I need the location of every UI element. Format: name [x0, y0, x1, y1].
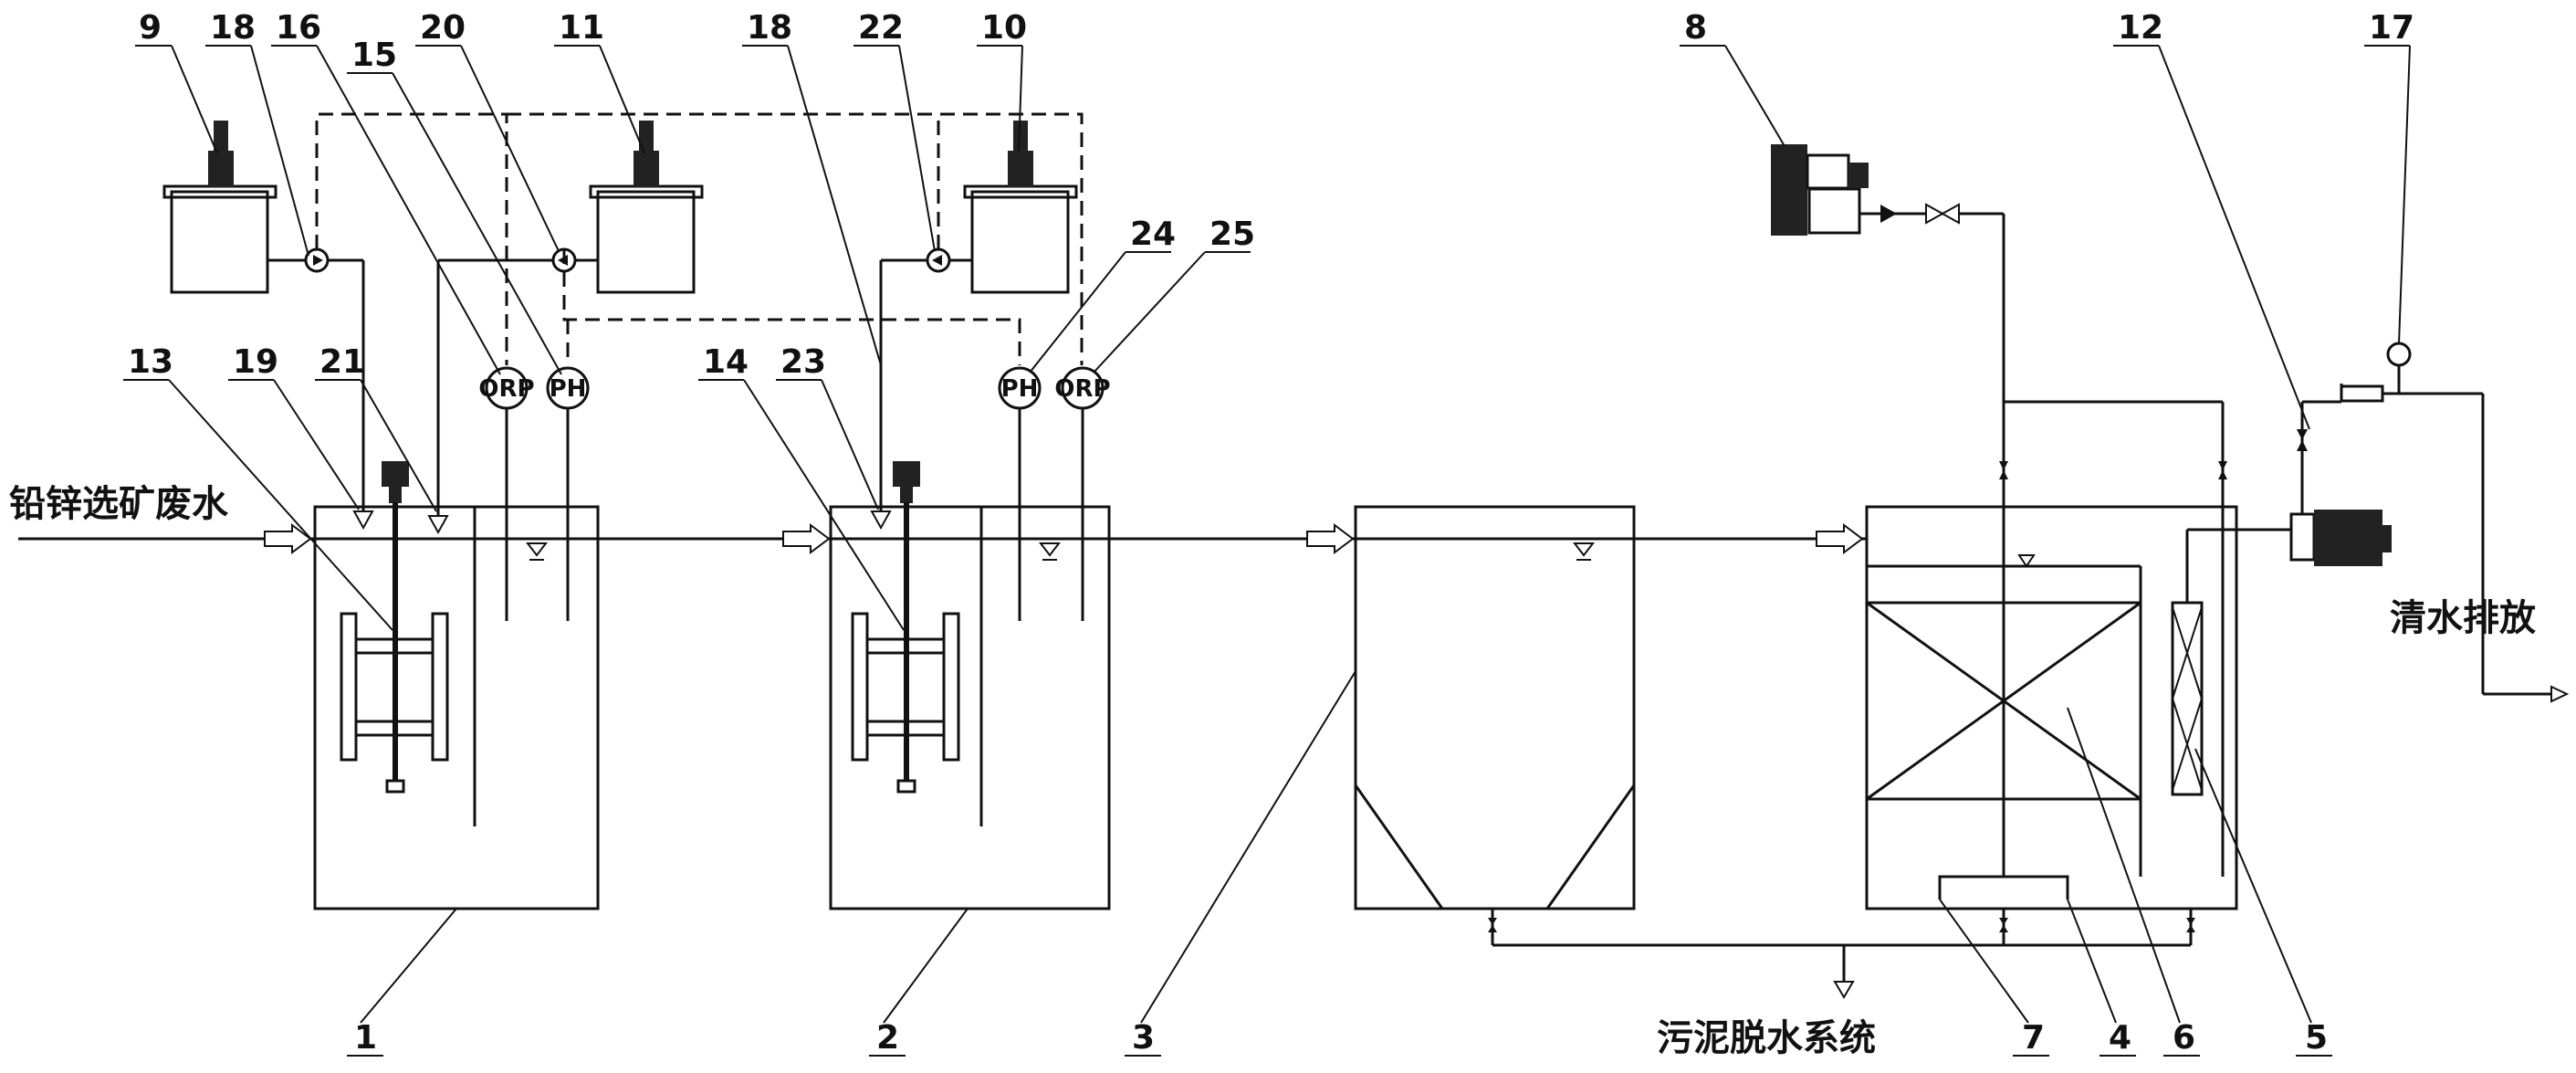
callout-20: 20 — [420, 9, 466, 47]
dosing-tank-9 — [162, 121, 277, 294]
callout-24: 24 — [1130, 216, 1176, 253]
membrane-tank-4 — [1865, 402, 2264, 910]
svg-text:PH: PH — [550, 375, 587, 403]
callout-8: 8 — [1684, 9, 1707, 47]
callout-21: 21 — [319, 343, 365, 381]
ph-meter-24: PH — [998, 366, 1042, 410]
callouts-middle: 13 19 21 14 23 — [123, 343, 905, 631]
flow-meter-17 — [2386, 342, 2412, 394]
callout-4: 4 — [2109, 1019, 2131, 1057]
callouts-bottom: 1 2 3 7 4 6 5 — [347, 670, 2332, 1057]
tank-2 — [829, 505, 1111, 910]
inlet-label: 铅锌选矿废水 — [9, 483, 229, 525]
callout-23: 23 — [780, 343, 826, 381]
blower-8 — [1771, 144, 2005, 402]
agitator-13 — [340, 461, 449, 794]
callout-7: 7 — [2022, 1019, 2045, 1057]
callout-1: 1 — [354, 1019, 377, 1057]
orp-meter-25: ORP — [1054, 366, 1111, 410]
callout-16: 16 — [276, 9, 321, 47]
callout-12: 12 — [2118, 9, 2163, 47]
svg-text:PH: PH — [1001, 375, 1039, 403]
agitator-14 — [851, 461, 960, 794]
callouts-top: 9 18 16 15 20 11 18 22 10 24 25 8 12 17 — [135, 9, 2414, 430]
callout-2: 2 — [876, 1019, 899, 1057]
callout-11: 11 — [559, 9, 604, 47]
settling-tank-3 — [1354, 505, 1636, 910]
callout-9: 9 — [139, 9, 162, 47]
callout-15: 15 — [351, 37, 397, 74]
dosing-pump-18a — [267, 247, 374, 531]
dosing-tank-10 — [963, 121, 1078, 294]
callout-18b: 18 — [747, 9, 792, 47]
tank-1 — [313, 505, 600, 910]
callout-19: 19 — [233, 343, 278, 381]
callout-5: 5 — [2305, 1019, 2328, 1057]
svg-text:ORP: ORP — [478, 375, 534, 403]
mbr-piping — [1999, 400, 2227, 877]
sludge-system-label: 污泥脱水系统 — [1657, 1017, 1876, 1059]
callout-3: 3 — [1132, 1019, 1155, 1057]
probe-stems — [505, 408, 1084, 507]
callout-6: 6 — [2173, 1019, 2195, 1057]
sludge-line — [1488, 909, 2195, 999]
main-flow-line — [18, 523, 1867, 554]
callout-25: 25 — [1209, 216, 1255, 253]
callout-14: 14 — [703, 343, 749, 381]
aerator-7 — [1938, 875, 2069, 899]
ph-meter-15: PH — [546, 366, 590, 410]
svg-text:ORP: ORP — [1054, 375, 1110, 403]
callout-13: 13 — [128, 343, 173, 381]
callout-22: 22 — [858, 9, 904, 47]
callout-10: 10 — [981, 9, 1027, 47]
dosing-tank-11 — [589, 121, 704, 294]
dosing-pump-22 — [870, 247, 972, 531]
callout-18a: 18 — [210, 9, 256, 47]
orp-meter-16: ORP — [478, 366, 535, 410]
outlet-pump-12 — [2264, 384, 2570, 703]
callout-17: 17 — [2369, 9, 2414, 47]
outlet-label: 清水排放 — [2390, 597, 2536, 639]
control-signal-lines — [315, 112, 1084, 365]
